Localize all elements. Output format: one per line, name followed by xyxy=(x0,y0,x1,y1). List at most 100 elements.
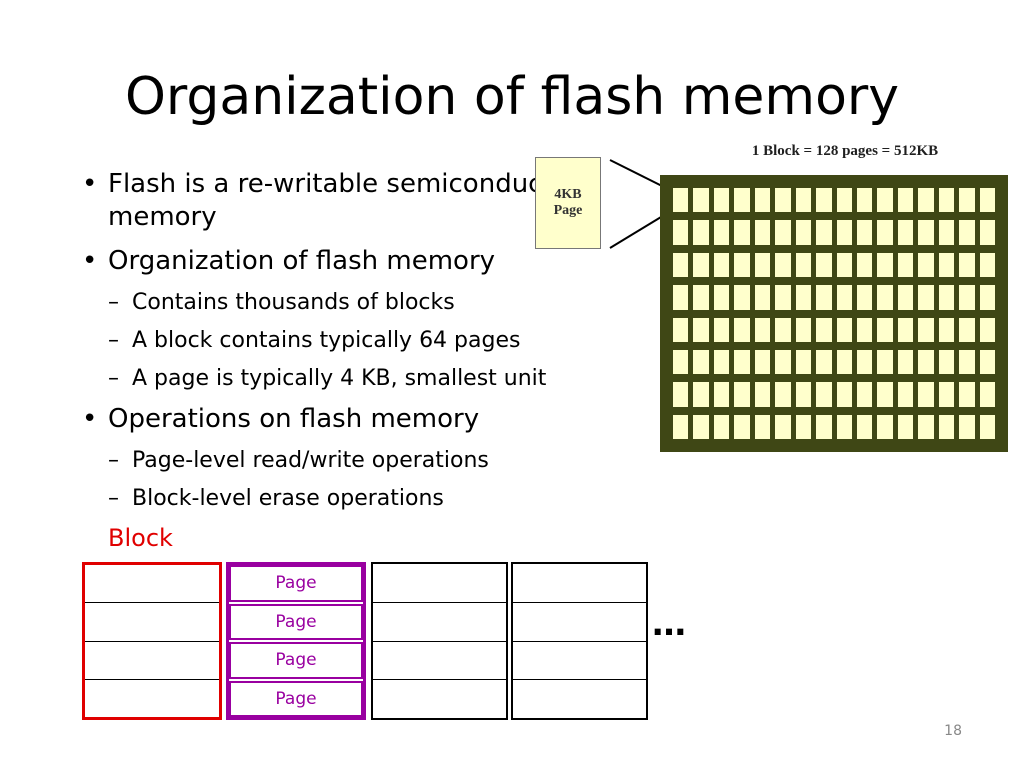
page-cell-grid xyxy=(897,188,914,213)
page-cell-grid xyxy=(816,188,832,213)
sub-bullet-item: Page-level read/write operations xyxy=(82,447,642,475)
grid-caption: 1 Block = 128 pages = 512KB xyxy=(751,143,939,159)
connector-line-bottom xyxy=(609,213,667,249)
page-cell-grid xyxy=(877,220,893,245)
page-cell-grid xyxy=(734,220,750,245)
slide-title: Organization of flash memory xyxy=(124,67,900,127)
page-cell-grid xyxy=(918,414,934,439)
page-cell-grid xyxy=(979,414,995,439)
page-cell-grid xyxy=(938,317,955,342)
page-cell-grid xyxy=(959,285,975,310)
page-cell-grid xyxy=(979,349,995,375)
page-cell-grid xyxy=(959,188,975,213)
page-cell-grid xyxy=(693,382,709,407)
page-cell-grid xyxy=(775,317,791,342)
page-cell-grid xyxy=(673,317,689,342)
page-cell-grid xyxy=(856,220,873,245)
bullet-item: Organization of flash memory xyxy=(82,245,642,278)
page-cell-grid xyxy=(693,285,709,310)
bullet-list: Flash is a re-writable semiconductor mem… xyxy=(82,168,642,553)
page-cell-grid xyxy=(856,285,873,310)
page-cell-grid xyxy=(754,382,771,407)
page-cell-grid xyxy=(938,220,955,245)
block-row xyxy=(373,679,506,718)
page-cell-grid xyxy=(693,188,709,213)
page-cell: Page xyxy=(229,680,363,717)
page-cell-grid xyxy=(713,414,730,439)
page-cell: Page xyxy=(229,603,363,640)
page-cell-grid xyxy=(836,414,852,439)
page-cell-grid xyxy=(734,414,750,439)
page-cell-grid xyxy=(897,220,914,245)
block-row xyxy=(373,564,506,602)
block-pages: Page Page Page Page xyxy=(226,562,366,720)
block-plain xyxy=(371,562,508,720)
page-cell-grid xyxy=(673,220,689,245)
page-cell-grid xyxy=(775,349,791,375)
block-row xyxy=(513,564,646,602)
page-cell-grid xyxy=(693,252,709,278)
page-cell-grid xyxy=(856,382,873,407)
page-cell-grid xyxy=(775,414,791,439)
page-cell-grid xyxy=(754,317,771,342)
slide-number: 18 xyxy=(944,723,962,739)
page-cell-grid xyxy=(877,252,893,278)
page-cell-grid xyxy=(856,317,873,342)
page-cell-grid xyxy=(816,317,832,342)
page-cell-grid xyxy=(836,349,852,375)
page-cell-grid xyxy=(713,285,730,310)
page-cell-grid xyxy=(713,317,730,342)
sub-bullet-item: A page is typically 4 KB, smallest unit xyxy=(82,365,642,393)
page-cell-grid xyxy=(713,349,730,375)
bullet-item: Operations on flash memory xyxy=(82,403,642,436)
page-cell-grid xyxy=(795,285,812,310)
page-cell-grid xyxy=(877,414,893,439)
page-cell-grid xyxy=(713,188,730,213)
page-cell-grid xyxy=(877,382,893,407)
page-cell-grid xyxy=(673,188,689,213)
page-cell-grid xyxy=(795,349,812,375)
ellipsis: … xyxy=(652,604,687,644)
page-cell-grid xyxy=(693,349,709,375)
page-cell-grid xyxy=(897,414,914,439)
page-cell-grid xyxy=(979,220,995,245)
block-label: Block xyxy=(108,524,173,552)
page-cell-grid xyxy=(918,317,934,342)
page-cell-grid xyxy=(754,285,771,310)
block-highlighted xyxy=(82,562,222,720)
page-cell-grid xyxy=(795,317,812,342)
page-cell-grid xyxy=(959,349,975,375)
page-cell-grid xyxy=(713,220,730,245)
page-cell-grid xyxy=(979,285,995,310)
page-cell-grid xyxy=(856,349,873,375)
page-cell-grid xyxy=(979,252,995,278)
page-cell-grid xyxy=(775,252,791,278)
page-cell-grid xyxy=(918,220,934,245)
page-cell-grid xyxy=(754,414,771,439)
page-cell-grid xyxy=(959,382,975,407)
page-cell-grid xyxy=(816,220,832,245)
page-cell-grid xyxy=(877,349,893,375)
block-plain xyxy=(511,562,648,720)
page-cell-grid xyxy=(979,382,995,407)
page-callout-size: 4KB xyxy=(554,187,582,202)
page-cell-grid xyxy=(938,414,955,439)
block-row xyxy=(373,601,506,641)
page-cell-grid xyxy=(795,382,812,407)
page-cell-grid xyxy=(693,220,709,245)
page-cell-grid xyxy=(673,414,689,439)
page-cell-grid xyxy=(734,382,750,407)
page-cell-grid xyxy=(877,317,893,342)
page-cell-grid xyxy=(836,220,852,245)
page-cell-grid xyxy=(734,252,750,278)
page-cell-grid xyxy=(979,188,995,213)
page-cell-grid xyxy=(836,188,852,213)
page-cell-grid xyxy=(856,188,873,213)
page-cell-grid xyxy=(795,188,812,213)
block-row xyxy=(85,640,219,679)
page-cell-grid xyxy=(877,285,893,310)
page-cell-grid xyxy=(673,285,689,310)
page-cell-grid xyxy=(938,382,955,407)
page-cell-grid xyxy=(816,414,832,439)
page-cell-grid xyxy=(816,285,832,310)
